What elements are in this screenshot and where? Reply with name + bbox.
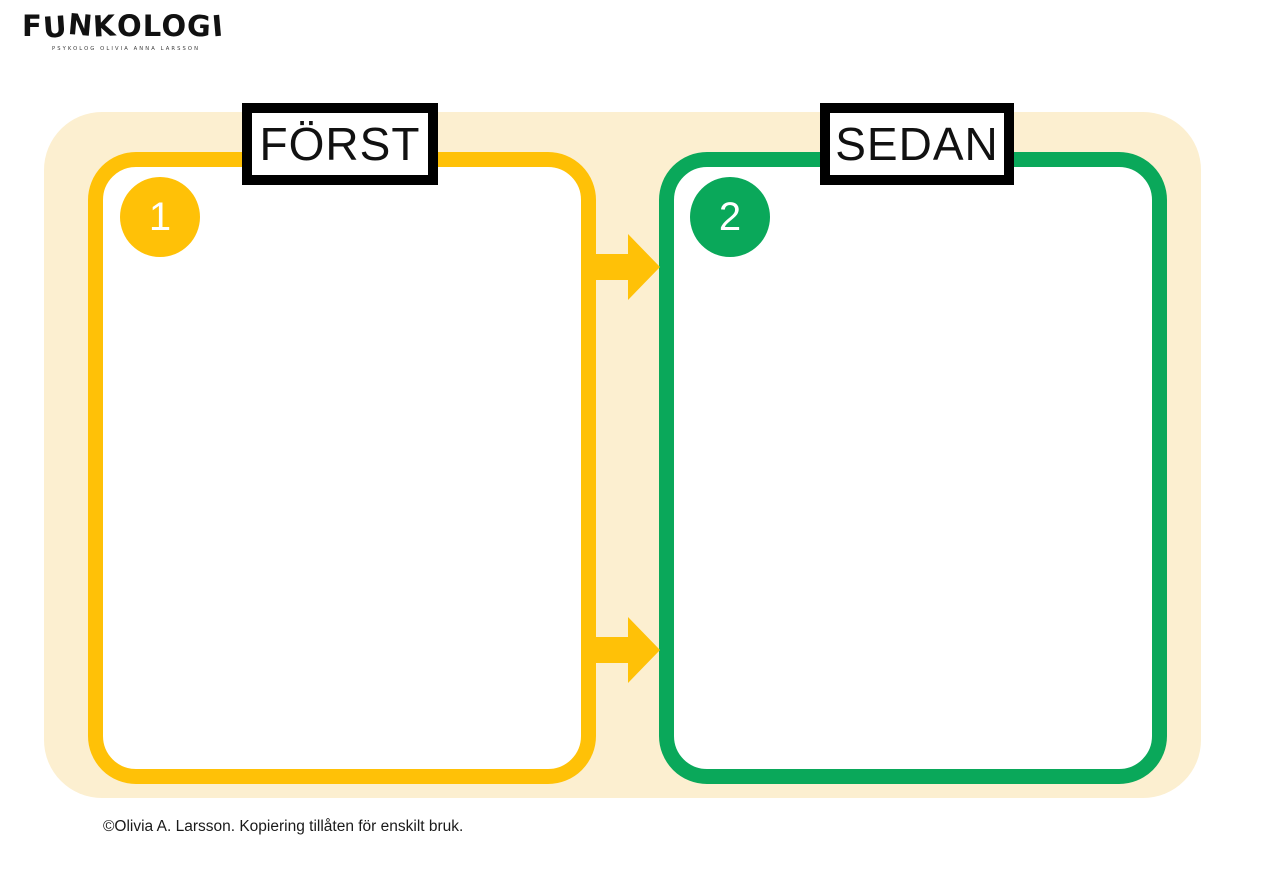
brand-letter-l: L — [142, 9, 162, 43]
brand-logo: FUNKOLOGI PSYKOLOG OLIVIA ANNA LARSSON — [22, 6, 262, 52]
brand-letter-o2: O — [161, 9, 188, 43]
brand-wordmark: FUNKOLOGI — [22, 6, 262, 45]
step-label-plate-first: FÖRST — [242, 103, 438, 185]
brand-letter-g: G — [186, 8, 214, 44]
step-label-plate-second: SEDAN — [820, 103, 1014, 185]
step-number-badge-2: 2 — [690, 177, 770, 257]
step-label-first: FÖRST — [259, 118, 421, 170]
brand-letter-u: U — [41, 9, 69, 45]
copyright-footer: ©Olivia A. Larsson. Kopiering tillåten f… — [103, 818, 464, 835]
brand-letter-n: N — [66, 6, 95, 44]
step-box-second[interactable] — [659, 152, 1167, 784]
arrow-right-top-icon — [592, 234, 660, 300]
step-box-first[interactable] — [88, 152, 596, 784]
brand-letter-i: I — [210, 8, 226, 44]
brand-letter-f: F — [22, 9, 44, 43]
brand-subtitle: PSYKOLOG OLIVIA ANNA LARSSON — [52, 46, 201, 52]
brand-letter-k: K — [92, 8, 118, 44]
arrow-right-bottom-icon — [592, 617, 660, 683]
step-number-badge-1: 1 — [120, 177, 200, 257]
brand-letter-o1: O — [116, 9, 143, 43]
step-label-second: SEDAN — [835, 118, 999, 170]
